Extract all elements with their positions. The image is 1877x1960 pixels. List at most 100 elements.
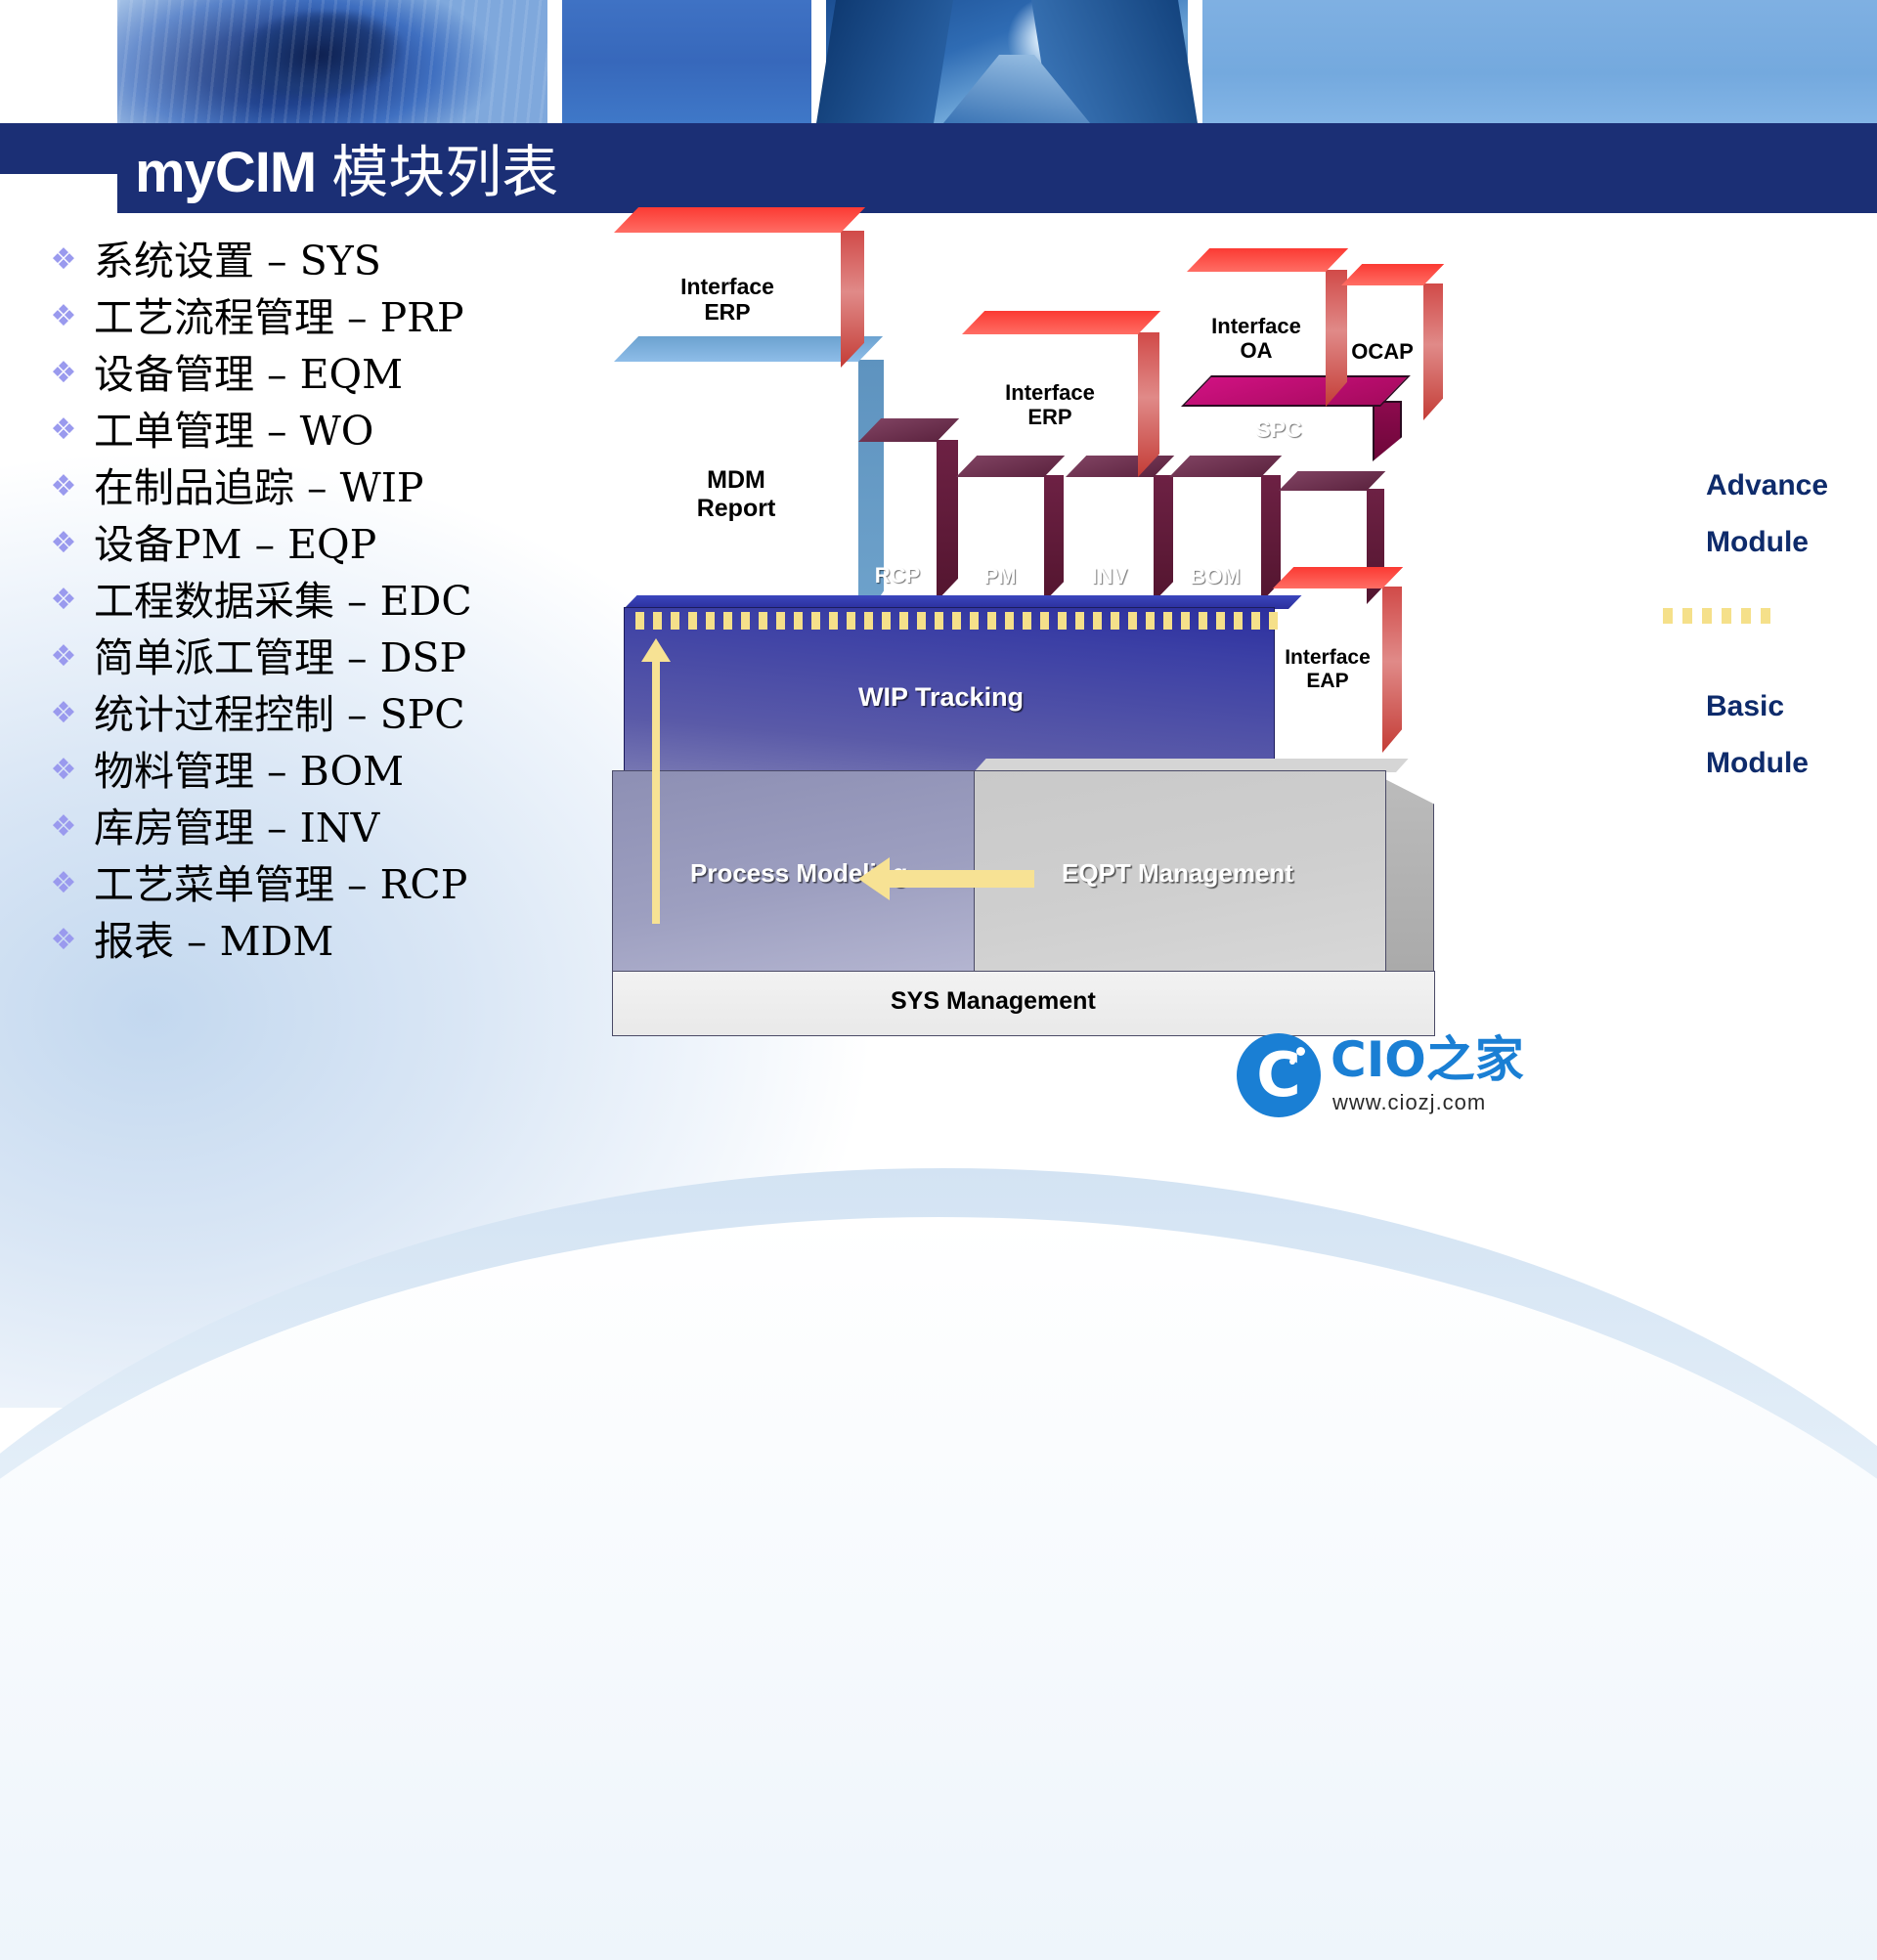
list-item: ❖ 设备管理 – EQM [33, 346, 600, 403]
list-item: ❖库房管理 – INV [33, 800, 600, 856]
block-ocap: OCAP [1341, 264, 1445, 420]
list-item-label: 工艺流程管理 – PRP [94, 294, 464, 341]
architecture-diagram: MDM Report Interface ERP RCP PM [602, 207, 1770, 1036]
list-item-label: 物料管理 – BOM [94, 748, 405, 795]
title-block [117, 123, 899, 213]
block-side [1382, 587, 1402, 753]
block-side [858, 360, 884, 629]
block-label: RCP [874, 562, 921, 588]
list-item: ❖在制品追踪 – WIP [33, 459, 600, 516]
list-item: ❖ 工艺流程管理 – PRP [33, 289, 600, 346]
title-left-notch [0, 174, 117, 213]
block-mdm-report: MDM Report [614, 336, 884, 629]
list-item: ❖ 工艺菜单管理 – RCP [33, 856, 600, 913]
header-image-strip [0, 0, 1877, 123]
diamond-bullet-icon: ❖ [50, 867, 77, 899]
layer-sys-management [612, 971, 1435, 1036]
logo-url: www.ciozj.com [1332, 1090, 1487, 1114]
block-label-line1: Interface [1285, 645, 1371, 669]
diamond-bullet-icon: ❖ [50, 697, 77, 729]
block-top [1273, 567, 1404, 588]
block-interface-eap: Interface EAP [1273, 567, 1404, 753]
list-item-label: 报表 – MDM [94, 918, 334, 965]
diamond-bullet-icon: ❖ [50, 414, 77, 446]
photo-buildings-road [816, 0, 1198, 123]
list-item-label: 简单派工管理 – DSP [94, 634, 467, 681]
block-label-line2: ERP [1027, 405, 1072, 429]
logo-name: CIO之家 [1331, 1031, 1524, 1088]
page-title-en: myCIM [135, 141, 317, 204]
list-item: ❖报表 – MDM [33, 913, 600, 970]
block-label-line1: MDM [707, 465, 765, 494]
block-side [1044, 475, 1064, 602]
logo-dot-small-icon [1289, 1059, 1295, 1065]
diamond-bullet-icon: ❖ [50, 357, 77, 389]
block-interface-erp-mid: Interface ERP [962, 311, 1161, 477]
arrow-up-icon [641, 638, 671, 924]
photo-building-left [816, 0, 953, 123]
diamond-bullet-icon: ❖ [50, 810, 77, 843]
page-title-cn: 模块列表 [331, 139, 559, 205]
block-side [937, 440, 958, 601]
block-label: SPC [1255, 415, 1302, 442]
diamond-bullet-icon: ❖ [50, 300, 77, 332]
block-side [841, 231, 864, 368]
block-inv: INV [1066, 456, 1175, 602]
diamond-bullet-icon: ❖ [50, 243, 77, 276]
list-item-label: 设备管理 – EQM [94, 351, 404, 398]
list-item-label: 统计过程控制 – SPC [94, 691, 465, 738]
block-label-line2: OA [1240, 338, 1273, 363]
list-item: ❖工单管理 – WO [33, 403, 600, 459]
list-item: ❖ 物料管理 – BOM [33, 743, 600, 800]
block-interface-erp-left: Interface ERP [614, 207, 866, 368]
advance-module-label-line2: Module [1706, 526, 1809, 558]
list-item-label: 工程数据采集 – EDC [94, 578, 472, 625]
block-interface-oa: Interface OA [1187, 248, 1349, 407]
eqpt-management-label: EQPT Management [1062, 858, 1293, 888]
block-top [1279, 471, 1386, 491]
block-label-line1: Interface [1005, 379, 1095, 405]
list-item: ❖设备PM – EQP [33, 516, 600, 573]
block-side [1138, 332, 1159, 477]
list-item-label: 工艺菜单管理 – RCP [94, 861, 468, 908]
block-rcp: RCP [858, 418, 960, 601]
logo-name-text: CIO之家 [1331, 1031, 1524, 1088]
layer-wip-tracking [624, 607, 1275, 783]
block-bom: BOM [1169, 456, 1283, 602]
list-item-label: 设备PM – EQP [94, 521, 377, 568]
base-right-side [1384, 778, 1434, 981]
diamond-bullet-icon: ❖ [50, 470, 77, 502]
photo-blue-panel [562, 0, 811, 123]
layer-eqpt-management [974, 770, 1386, 982]
list-item: ❖ 工程数据采集 – EDC [33, 573, 600, 630]
sys-management-label: SYS Management [891, 987, 1096, 1015]
advance-module-label-line1: Advance [1706, 469, 1829, 501]
diamond-bullet-icon: ❖ [50, 584, 77, 616]
block-label-line1: Interface [680, 273, 774, 299]
photo-lightblue-panel [1202, 0, 1877, 123]
block-label-line2: EAP [1306, 670, 1349, 692]
block-label-line2: ERP [704, 299, 751, 325]
block-side [1423, 283, 1443, 420]
block-label: INV [1091, 563, 1128, 588]
basic-module-label-line1: Basic [1706, 690, 1785, 722]
block-label: MDM Report [614, 360, 858, 629]
block-top [962, 311, 1161, 334]
block-label: Interface OA [1187, 270, 1326, 407]
diamond-bullet-icon: ❖ [50, 640, 77, 673]
list-item: ❖ 统计过程控制 – SPC [33, 686, 600, 743]
block-label: OCAP [1351, 339, 1414, 365]
dotted-separator-line-right [1663, 608, 1770, 624]
block-top [1169, 456, 1283, 477]
logo-mark-letter: C [1256, 1039, 1301, 1111]
module-bullet-list: ❖系统设置 – SYS ❖工艺流程管理 – PRP ❖设备管理 – EQM ❖工… [33, 233, 600, 970]
diamond-bullet-icon: ❖ [50, 754, 77, 786]
wip-tracking-label: WIP Tracking [858, 682, 1025, 712]
logo: C CIO之家 www.ciozj.com [1237, 1031, 1569, 1119]
arrow-left-icon [858, 857, 1034, 900]
logo-mark-icon: C [1237, 1033, 1321, 1117]
block-top [614, 207, 866, 233]
block-label: Interface ERP [962, 332, 1138, 477]
photo-keyboard-hands [117, 0, 547, 123]
